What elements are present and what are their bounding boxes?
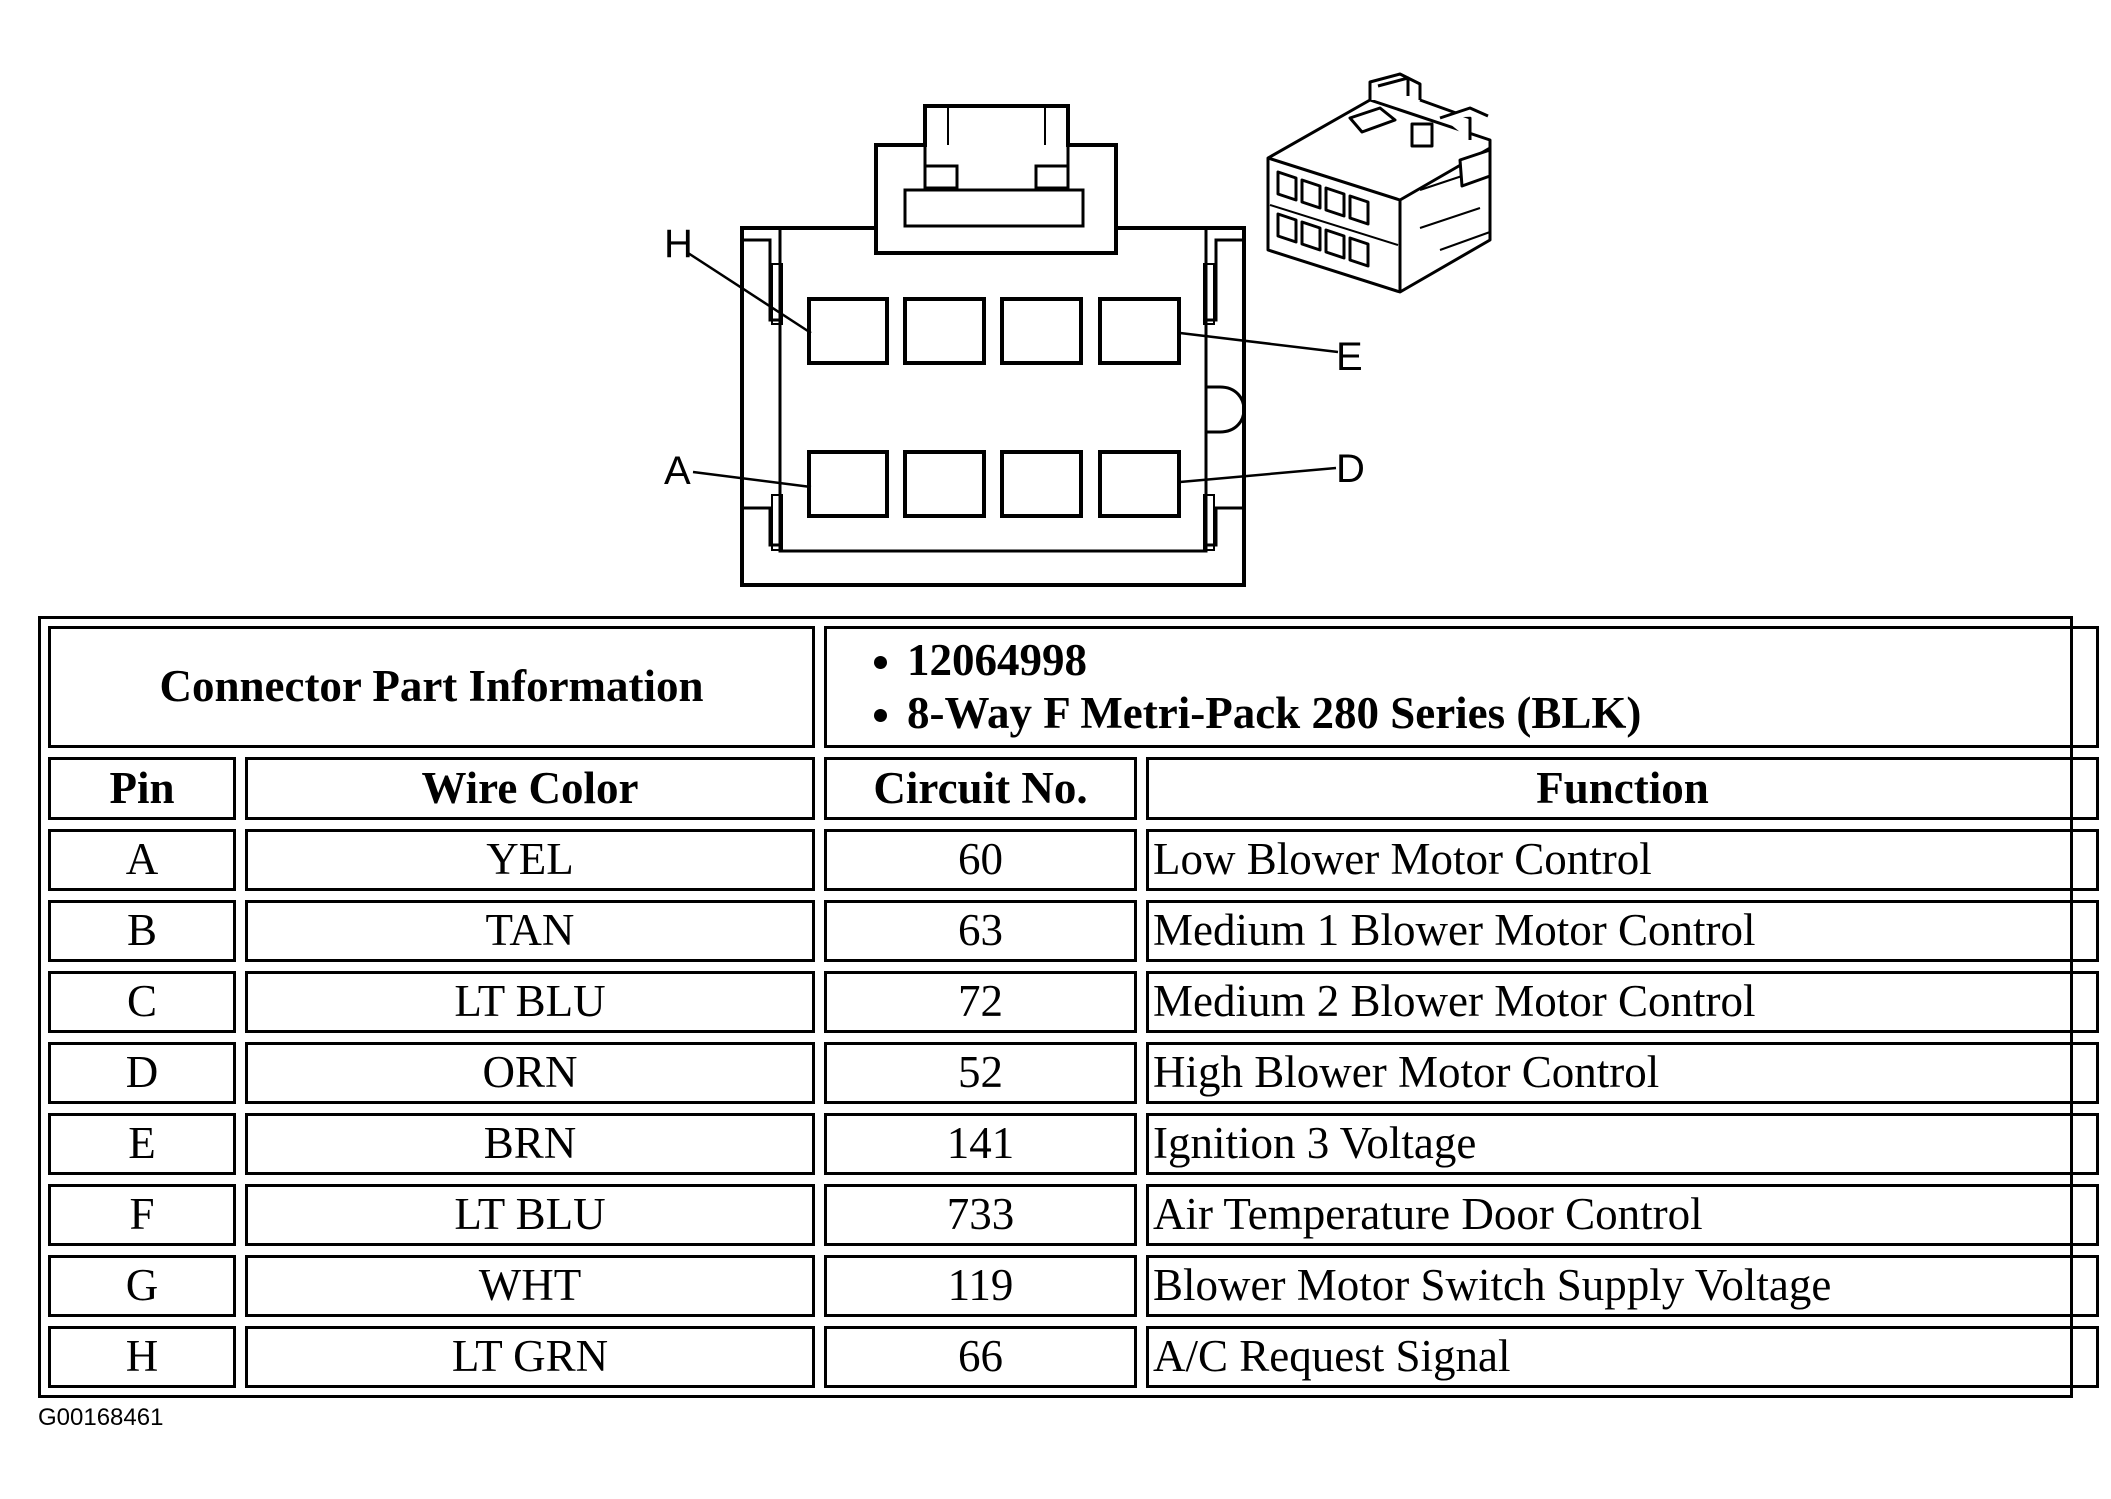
table-row: F LT BLU 733 Air Temperature Door Contro… xyxy=(48,1184,2100,1246)
connector-isometric-view xyxy=(1266,72,1492,294)
function-cell: Blower Motor Switch Supply Voltage xyxy=(1146,1255,2100,1317)
part-info-row: Connector Part Information 12064998 8-Wa… xyxy=(48,626,2100,748)
column-header-pin: Pin xyxy=(48,757,236,820)
connector-diagram: H E A D xyxy=(664,72,1492,587)
connector-latch xyxy=(874,104,1118,255)
circuit-cell: 733 xyxy=(824,1184,1137,1246)
pin-label-h: H xyxy=(664,222,693,266)
figure-id: G00168461 xyxy=(38,1404,164,1431)
leader-lines xyxy=(687,251,1339,489)
table-row: C LT BLU 72 Medium 2 Blower Motor Contro… xyxy=(48,971,2100,1033)
pin-cell: H xyxy=(48,1326,236,1388)
wire-color-cell: YEL xyxy=(245,829,815,891)
pin-label-d: D xyxy=(1336,447,1365,491)
wire-color-cell: LT BLU xyxy=(245,1184,815,1246)
part-info-heading: Connector Part Information xyxy=(48,626,815,748)
circuit-cell: 141 xyxy=(824,1113,1137,1175)
table-header-row: Pin Wire Color Circuit No. Function xyxy=(48,757,2100,820)
cavity-g xyxy=(903,297,986,365)
wire-color-cell: WHT xyxy=(245,1255,815,1317)
function-cell: High Blower Motor Control xyxy=(1146,1042,2100,1104)
pin-label-e: E xyxy=(1336,335,1363,379)
wire-color-cell: LT GRN xyxy=(245,1326,815,1388)
circuit-cell: 52 xyxy=(824,1042,1137,1104)
cavity-a xyxy=(807,450,889,518)
function-cell: Medium 2 Blower Motor Control xyxy=(1146,971,2100,1033)
function-cell: Medium 1 Blower Motor Control xyxy=(1146,900,2100,962)
pin-cavities xyxy=(807,297,1181,518)
pin-cell: A xyxy=(48,829,236,891)
connector-table-frame: Connector Part Information 12064998 8-Wa… xyxy=(38,616,2100,1398)
part-info-details: 12064998 8-Way F Metri-Pack 280 Series (… xyxy=(824,626,2100,748)
table-row: B TAN 63 Medium 1 Blower Motor Control xyxy=(48,900,2100,962)
table-row: E BRN 141 Ignition 3 Voltage xyxy=(48,1113,2100,1175)
circuit-cell: 66 xyxy=(824,1326,1137,1388)
cavity-f xyxy=(1000,297,1083,365)
circuit-cell: 72 xyxy=(824,971,1137,1033)
pin-cell: D xyxy=(48,1042,236,1104)
wire-color-cell: LT BLU xyxy=(245,971,815,1033)
wire-color-cell: ORN xyxy=(245,1042,815,1104)
cavity-b xyxy=(903,450,986,518)
wire-color-cell: BRN xyxy=(245,1113,815,1175)
table-row: H LT GRN 66 A/C Request Signal xyxy=(48,1326,2100,1388)
pin-cell: G xyxy=(48,1255,236,1317)
connector-housing xyxy=(740,226,1246,587)
function-cell: Air Temperature Door Control xyxy=(1146,1184,2100,1246)
column-header-function: Function xyxy=(1146,757,2100,820)
pin-cell: F xyxy=(48,1184,236,1246)
part-number: 12064998 xyxy=(907,634,2096,687)
connector-table: Connector Part Information 12064998 8-Wa… xyxy=(39,617,2108,1397)
function-cell: Low Blower Motor Control xyxy=(1146,829,2100,891)
cavity-c xyxy=(1000,450,1083,518)
cavity-d xyxy=(1098,450,1181,518)
circuit-cell: 60 xyxy=(824,829,1137,891)
table-row: D ORN 52 High Blower Motor Control xyxy=(48,1042,2100,1104)
pin-cell: C xyxy=(48,971,236,1033)
table-row: G WHT 119 Blower Motor Switch Supply Vol… xyxy=(48,1255,2100,1317)
connector-notch xyxy=(1206,385,1246,434)
column-header-circuit: Circuit No. xyxy=(824,757,1137,820)
circuit-cell: 63 xyxy=(824,900,1137,962)
pin-label-a: A xyxy=(664,449,691,493)
pin-cell: B xyxy=(48,900,236,962)
part-info-list: 12064998 8-Way F Metri-Pack 280 Series (… xyxy=(827,634,2096,739)
cavity-e xyxy=(1098,297,1181,365)
wire-color-cell: TAN xyxy=(245,900,815,962)
circuit-cell: 119 xyxy=(824,1255,1137,1317)
table-row: A YEL 60 Low Blower Motor Control xyxy=(48,829,2100,891)
function-cell: Ignition 3 Voltage xyxy=(1146,1113,2100,1175)
column-header-wire-color: Wire Color xyxy=(245,757,815,820)
function-cell: A/C Request Signal xyxy=(1146,1326,2100,1388)
part-series: 8-Way F Metri-Pack 280 Series (BLK) xyxy=(907,687,2096,740)
pin-cell: E xyxy=(48,1113,236,1175)
